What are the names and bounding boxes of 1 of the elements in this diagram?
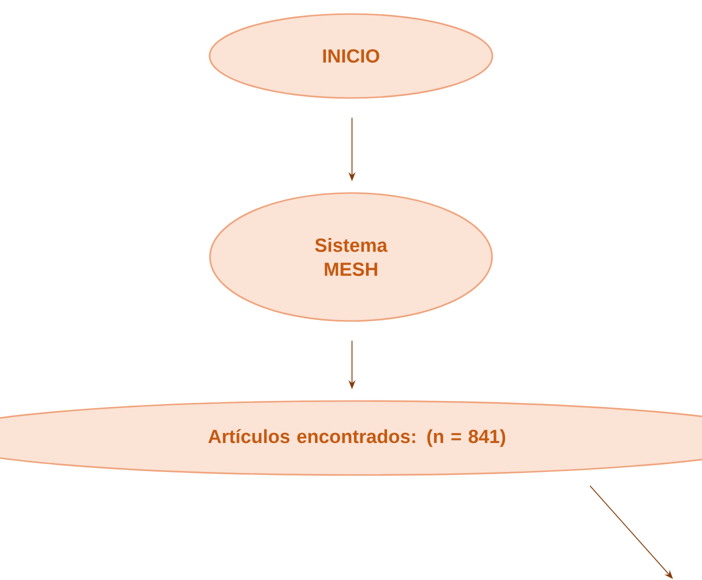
arrow [590, 485, 673, 579]
